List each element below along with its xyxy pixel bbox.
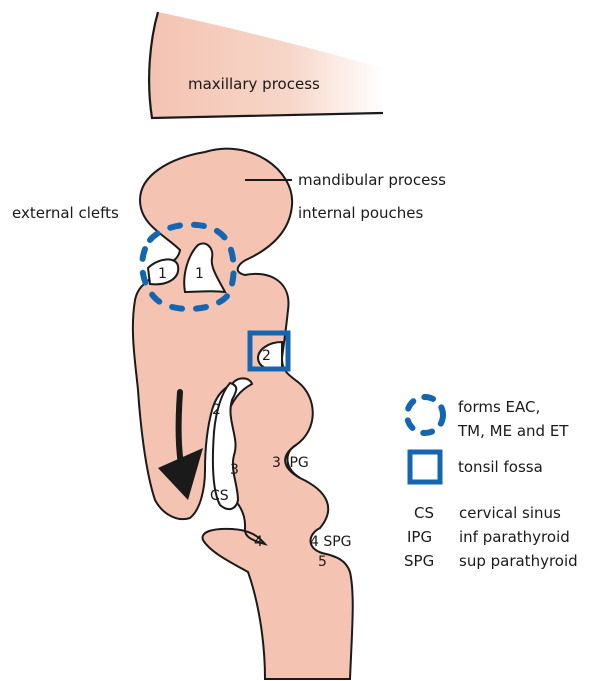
legend-item-2-label: tonsil fossa <box>458 458 543 476</box>
abbr-spg-meaning: sup parathyroid <box>459 552 578 570</box>
abbr-ipg-meaning: inf parathyroid <box>459 528 570 546</box>
pouch-2-number: 2 <box>262 348 271 364</box>
internal-pouches-label: internal pouches <box>298 204 424 222</box>
external-clefts-label: external clefts <box>12 204 119 222</box>
cleft-3-number: 3 <box>230 462 239 478</box>
abbr-cs: CS <box>414 504 434 522</box>
maxillary-label: maxillary process <box>188 75 320 93</box>
abbr-cs-meaning: cervical sinus <box>459 504 561 522</box>
legend-item-1-line1: forms EAC, <box>458 398 540 416</box>
cleft-2-number: 2 <box>212 402 221 418</box>
pharyngeal-body <box>133 149 353 679</box>
legend-item-1-line2: TM, ME and ET <box>457 422 569 440</box>
pouch-1-number: 1 <box>195 266 204 282</box>
pouch-3-number: 3 IPG <box>272 455 309 471</box>
cs-number: CS <box>210 488 229 504</box>
abbr-spg: SPG <box>404 552 434 570</box>
cleft-1-number: 1 <box>158 266 167 282</box>
abbr-ipg: IPG <box>407 528 432 546</box>
pouch-4-number: 4 SPG <box>310 534 352 550</box>
pouch-5-number: 5 <box>318 554 327 570</box>
legend-dashed-circle-icon <box>407 397 443 433</box>
cleft-4-number: 4 <box>254 534 263 550</box>
legend-square-icon <box>410 452 440 482</box>
maxillary-process-shape <box>149 12 383 118</box>
mandibular-label: mandibular process <box>298 171 446 189</box>
